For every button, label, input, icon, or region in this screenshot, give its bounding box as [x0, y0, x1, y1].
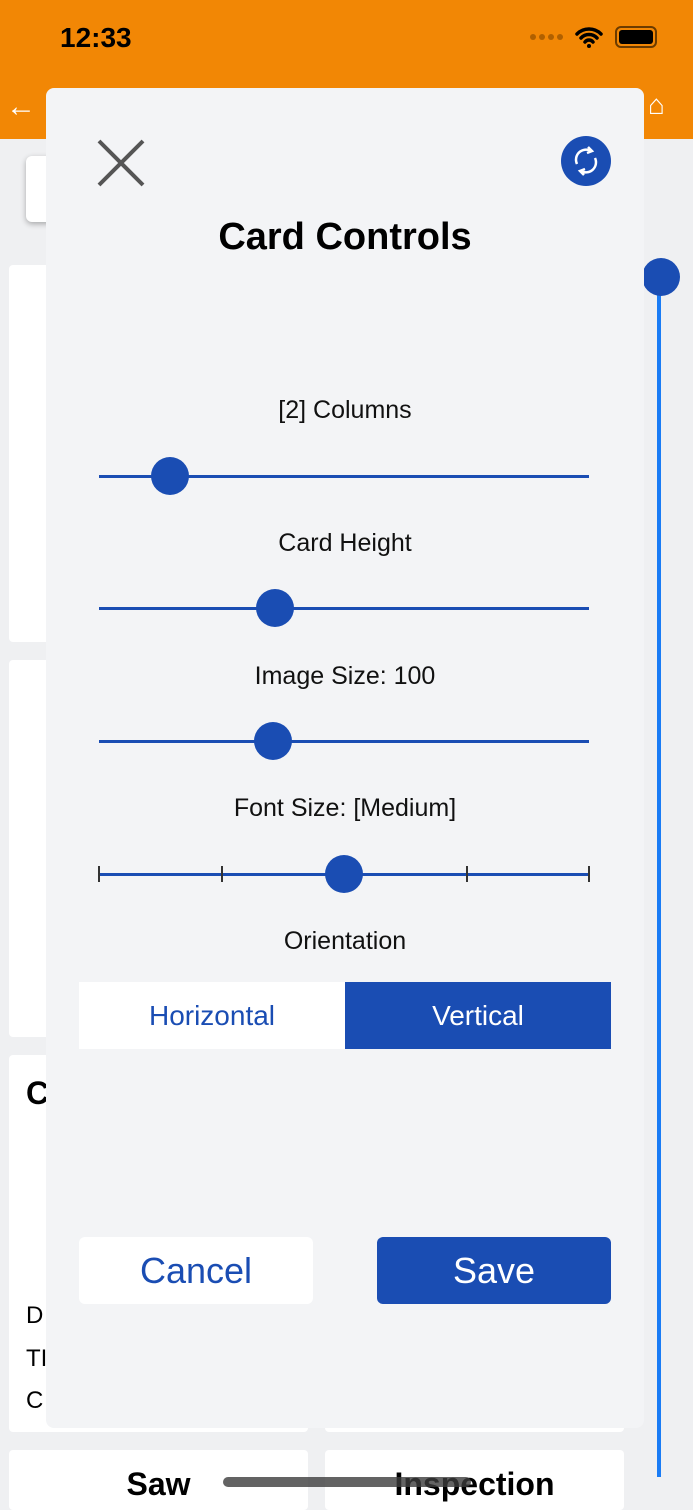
orientation-horizontal[interactable]: Horizontal: [79, 982, 345, 1049]
slider-thumb[interactable]: [325, 855, 363, 893]
home-indicator: [223, 1477, 471, 1487]
card-controls-modal: Card Controls [2] Columns Card Height Im…: [46, 88, 644, 1428]
status-time: 12:33: [60, 22, 132, 53]
refresh-icon: [574, 146, 598, 176]
orientation-segmented-control: Horizontal Vertical: [79, 982, 611, 1049]
slider-tick: [98, 866, 100, 882]
scrollbar-thumb[interactable]: [642, 258, 680, 296]
status-icons: [530, 26, 657, 48]
font-size-label: Font Size: [Medium]: [233, 794, 457, 822]
battery-icon: [615, 26, 657, 48]
card-text: C: [26, 1387, 44, 1414]
wifi-icon: [575, 27, 603, 48]
cancel-button[interactable]: Cancel: [79, 1237, 313, 1304]
image-size-slider[interactable]: [99, 721, 589, 761]
slider-thumb[interactable]: [256, 589, 295, 627]
columns-label: [2] Columns: [278, 396, 412, 424]
slider-thumb[interactable]: [151, 457, 190, 495]
image-size-label: Image Size: 100: [254, 662, 436, 690]
slider-thumb[interactable]: [253, 722, 292, 760]
save-button[interactable]: Save: [377, 1237, 611, 1304]
signal-icon: [530, 34, 563, 40]
card-height-label: Card Height: [278, 529, 412, 557]
modal-title: Card Controls: [218, 216, 472, 258]
orientation-label: Orientation: [283, 927, 407, 955]
orientation-vertical[interactable]: Vertical: [345, 982, 611, 1049]
home-icon[interactable]: ⌂: [648, 89, 665, 120]
refresh-button[interactable]: [561, 136, 611, 186]
card-title: Saw: [126, 1466, 191, 1502]
scrollbar[interactable]: [657, 277, 661, 1477]
slider-tick: [588, 866, 590, 882]
card-title: C: [26, 1075, 50, 1111]
back-arrow-icon[interactable]: ←: [6, 90, 36, 123]
columns-slider[interactable]: [99, 456, 589, 496]
slider-tick: [220, 866, 223, 882]
font-size-slider[interactable]: [98, 854, 590, 894]
close-icon[interactable]: [96, 138, 146, 188]
card-text: D: [26, 1302, 44, 1329]
card-text: TI: [26, 1345, 48, 1372]
card-height-slider[interactable]: [99, 588, 589, 628]
slider-tick: [465, 866, 468, 882]
